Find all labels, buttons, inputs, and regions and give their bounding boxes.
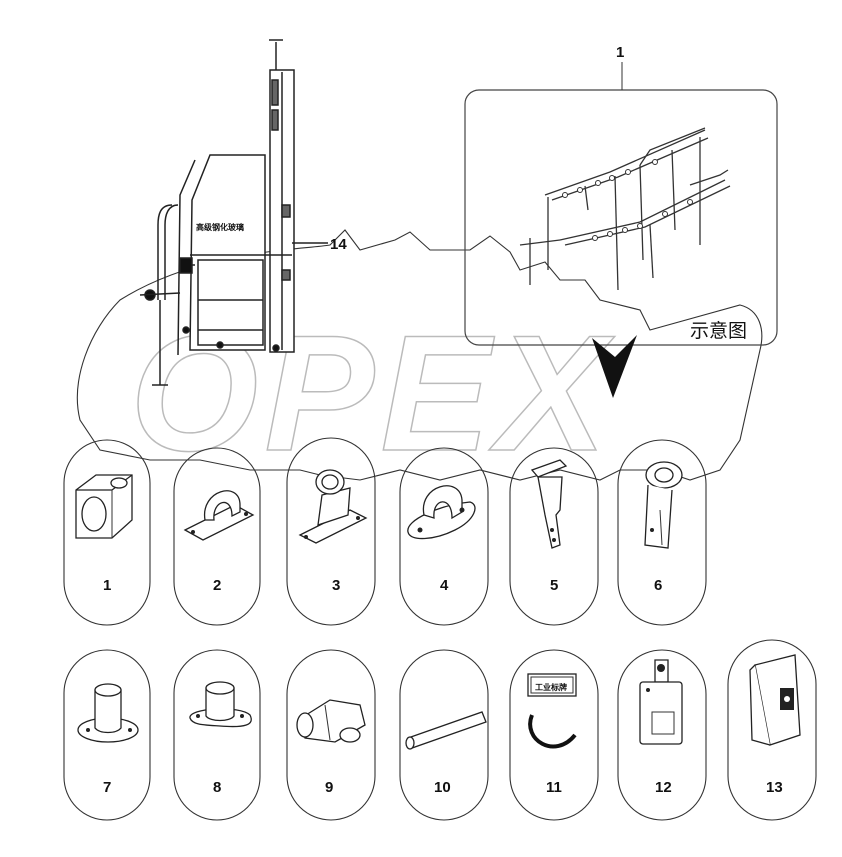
part-number: 4	[440, 577, 449, 594]
tube-clamp-icon	[644, 461, 683, 549]
block-clamp-icon	[75, 474, 133, 539]
down-arrow-icon	[592, 335, 637, 398]
cross-connector-icon	[296, 699, 366, 743]
part-6: 6	[617, 439, 707, 626]
schematic-panel: 1 示意图	[464, 44, 778, 346]
flange-clamp-icon	[407, 485, 476, 540]
cabin-drawing	[139, 39, 328, 386]
watermark-gear-outline	[76, 229, 763, 481]
part-11: 工业标牌 11	[509, 649, 599, 821]
part-number: 11	[546, 779, 562, 796]
round-flange-socket-icon	[77, 683, 139, 743]
part-3: 3	[286, 437, 376, 626]
label-and-ring-icon: 工业标牌	[527, 673, 577, 749]
part-number: 9	[325, 779, 333, 796]
part-2: 2	[173, 447, 261, 626]
oval-flange-socket-icon	[189, 681, 252, 728]
part-number: 1	[103, 577, 111, 594]
parts-row-1: 1 2 3	[63, 437, 707, 626]
part-number: 5	[550, 577, 558, 594]
schematic-callout: 1	[616, 44, 624, 61]
schematic-frame	[464, 89, 778, 346]
label-plate-text: 工业标牌	[535, 682, 567, 692]
part-number: 12	[655, 779, 672, 796]
part-5: 5	[509, 447, 599, 626]
part-number: 13	[766, 779, 783, 796]
part-13: 13	[727, 639, 817, 821]
part-number: 10	[434, 779, 451, 796]
part-4: 4	[399, 447, 489, 626]
part-9: 9	[286, 649, 376, 821]
part-number: 8	[213, 779, 221, 796]
part-1: 1	[63, 439, 151, 626]
part-10: 10	[399, 649, 489, 821]
tube-icon	[405, 711, 487, 750]
part-7: 7	[63, 649, 151, 821]
part-8: 8	[173, 649, 261, 821]
switch-box-icon	[749, 654, 801, 746]
part-12: 12	[617, 649, 707, 821]
part-number: 7	[103, 779, 111, 796]
parts-row-2: 7 8 9	[63, 639, 817, 821]
bent-bracket-icon	[530, 459, 568, 549]
saddle-bracket-icon	[183, 490, 255, 541]
rail-schematic	[519, 127, 731, 291]
tag-hanger-icon	[639, 659, 683, 745]
part-number: 6	[654, 577, 662, 594]
schematic-caption: 示意图	[690, 320, 747, 342]
cabin-callout: 14	[330, 236, 347, 253]
part-number: 2	[213, 577, 221, 594]
cabin-glass-label: 高级钢化玻璃	[196, 222, 244, 232]
pedestal-bracket-icon	[298, 469, 368, 544]
rail-brackets	[562, 159, 693, 241]
part-number: 3	[332, 577, 340, 594]
